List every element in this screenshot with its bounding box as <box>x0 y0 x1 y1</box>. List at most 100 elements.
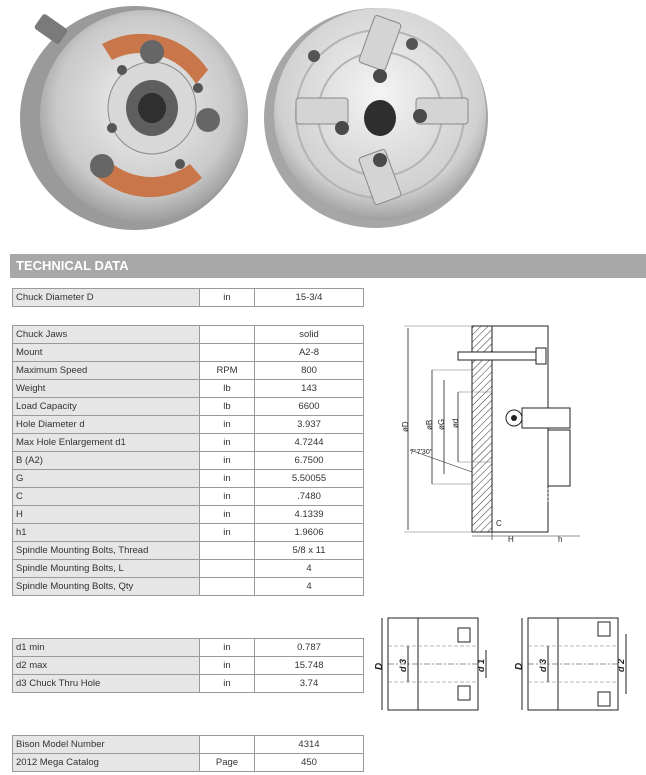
dim-label-angle: 7°7'30" <box>410 448 433 456</box>
dim-label-C: C <box>496 519 502 528</box>
cell-value: A2-8 <box>254 343 364 362</box>
bore-d2-label-d3: d 3 <box>538 659 548 672</box>
cell-value: 4.1339 <box>254 505 364 524</box>
bore-d2-label-D: D <box>514 663 525 670</box>
cell-label: Spindle Mounting Bolts, Thread <box>12 541 200 560</box>
dim-label-D: øD <box>401 421 410 432</box>
cell-label: G <box>12 469 200 488</box>
cell-unit <box>199 735 255 754</box>
cell-value: 3.74 <box>254 674 364 693</box>
cell-label: Mount <box>12 343 200 362</box>
cell-label: B (A2) <box>12 451 200 470</box>
cell-value: 143 <box>254 379 364 398</box>
cell-value: 15.748 <box>254 656 364 675</box>
cell-value: .7480 <box>254 487 364 506</box>
cell-unit <box>199 559 255 578</box>
cell-unit <box>199 541 255 560</box>
cell-unit: RPM <box>199 361 255 380</box>
cell-label: d3 Chuck Thru Hole <box>12 674 200 693</box>
cell-label: Weight <box>12 379 200 398</box>
cell-value: 4314 <box>254 735 364 754</box>
dim-label-B: øB <box>425 420 434 430</box>
cell-value: 1.9606 <box>254 523 364 542</box>
bore-d2-label-d2: d 2 <box>616 659 626 672</box>
cell-unit: in <box>199 638 255 657</box>
table-row: Chuck Jaws solid <box>12 325 364 344</box>
cell-label: Load Capacity <box>12 397 200 416</box>
cell-value: 15-3/4 <box>254 288 364 307</box>
cell-label: d2 max <box>12 656 200 675</box>
bore-d1-label-d1: d 1 <box>476 659 486 672</box>
cell-label: 2012 Mega Catalog <box>12 753 200 772</box>
cell-label: Chuck Jaws <box>12 325 200 344</box>
cell-label: d1 min <box>12 638 200 657</box>
cell-label: H <box>12 505 200 524</box>
table-row: Spindle Mounting Bolts, Qty 4 <box>12 577 364 596</box>
table-row: Bison Model Number 4314 <box>12 735 364 754</box>
cell-value: 5/8 x 11 <box>254 541 364 560</box>
cell-value: 3.937 <box>254 415 364 434</box>
cell-unit: in <box>199 523 255 542</box>
cell-unit: in <box>199 451 255 470</box>
cell-label: C <box>12 487 200 506</box>
cell-value: 5.50055 <box>254 469 364 488</box>
cell-value: solid <box>254 325 364 344</box>
dim-label-h: h <box>558 535 562 544</box>
cell-unit: in <box>199 415 255 434</box>
table-row: Spindle Mounting Bolts, Thread 5/8 x 11 <box>12 541 364 560</box>
cell-value: 450 <box>254 753 364 772</box>
cell-label: h1 <box>12 523 200 542</box>
dim-label-H: H <box>508 535 514 544</box>
chuck-photo-jaw-face <box>264 8 488 228</box>
table-row: Mount A2-8 <box>12 343 364 362</box>
bore-drawing-d2: D d 3 d 2 <box>514 617 627 711</box>
cell-value: 6.7500 <box>254 451 364 470</box>
bore-d1-label-d3: d 3 <box>398 659 408 672</box>
cell-value: 0.787 <box>254 638 364 657</box>
cell-label: Max Hole Enlargement d1 <box>12 433 200 452</box>
cell-unit: in <box>199 656 255 675</box>
bore-drawing-d1: D d 3 d 1 <box>374 617 487 711</box>
cell-unit <box>199 577 255 596</box>
cell-value: 4 <box>254 577 364 596</box>
cell-unit: in <box>199 505 255 524</box>
cell-value: 800 <box>254 361 364 380</box>
cell-label: Spindle Mounting Bolts, Qty <box>12 577 200 596</box>
chuck-photo-mount-side <box>20 6 248 230</box>
cell-value: 4.7244 <box>254 433 364 452</box>
dim-label-d: ød <box>451 419 460 428</box>
cell-label: Chuck Diameter D <box>12 288 200 307</box>
cell-label: Bison Model Number <box>12 735 200 754</box>
cell-unit: in <box>199 433 255 452</box>
cell-label: Hole Diameter d <box>12 415 200 434</box>
dim-label-G: øG <box>437 419 446 430</box>
cell-unit: in <box>199 487 255 506</box>
cell-unit: lb <box>199 397 255 416</box>
cell-unit <box>199 325 255 344</box>
side-section-drawing: øD øB øG ød 7°7'30" C H h <box>401 325 580 544</box>
cell-unit: in <box>199 674 255 693</box>
cell-unit: Page <box>199 753 255 772</box>
cell-label: Maximum Speed <box>12 361 200 380</box>
cell-unit <box>199 343 255 362</box>
cell-unit: in <box>199 469 255 488</box>
